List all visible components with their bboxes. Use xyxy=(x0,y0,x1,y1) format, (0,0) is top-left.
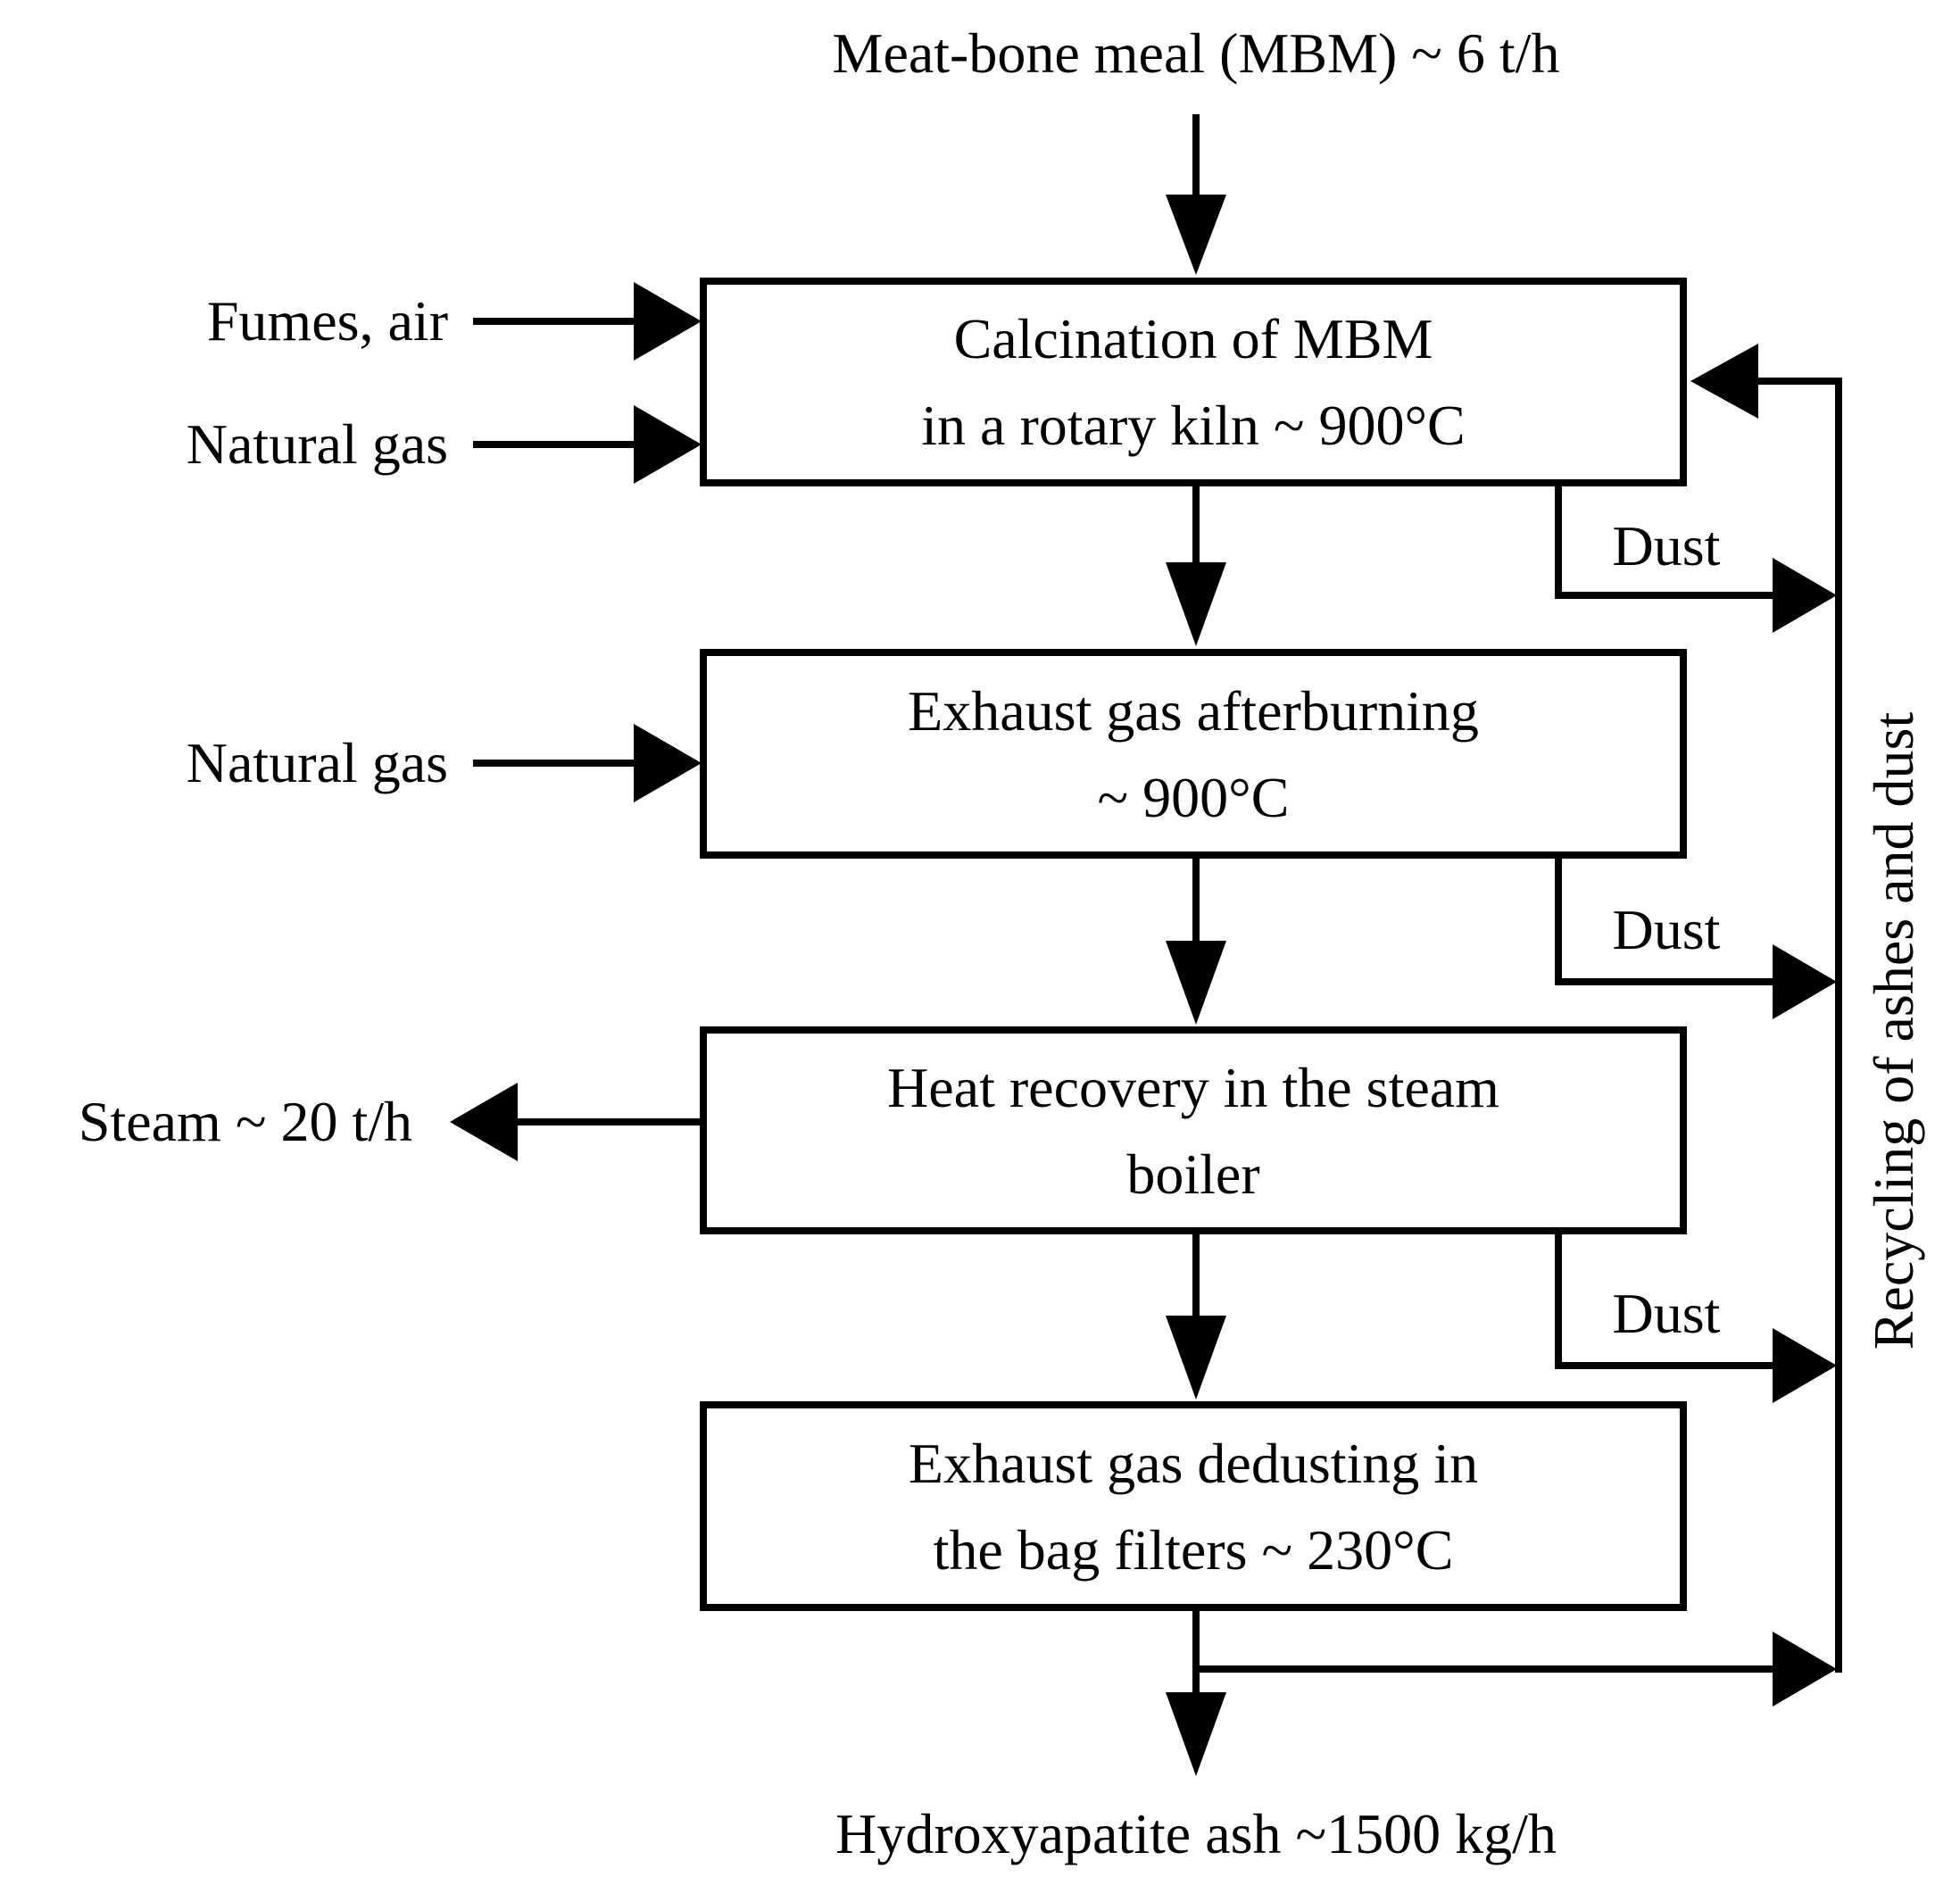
output-label-steam: Steam ~ 20 t/h xyxy=(78,1090,412,1153)
arrow-mbm-feed xyxy=(1166,114,1226,275)
arrow-natural-gas-input-2 xyxy=(473,724,702,802)
process-box-heat-recovery: Heat recovery in the steam boiler xyxy=(700,1026,1687,1234)
arrow-natural-gas-input-1 xyxy=(473,405,702,484)
arrow-flow-box1-box2 xyxy=(1166,485,1226,646)
dust-label-3: Dust xyxy=(1612,1282,1721,1345)
dust-label-1: Dust xyxy=(1612,514,1721,577)
process-box-calcination-line1: Calcination of MBM xyxy=(953,307,1433,370)
arrow-dust-branch-2 xyxy=(1555,857,1837,1019)
recycle-line-label: Recycling of ashes and dust xyxy=(1862,711,1925,1350)
arrow-dust-branch-1 xyxy=(1555,485,1837,633)
arrow-ash-output xyxy=(1166,1609,1226,1776)
dust-label-2: Dust xyxy=(1612,898,1721,961)
arrow-flow-box2-box3 xyxy=(1166,857,1226,1025)
process-box-afterburning: Exhaust gas afterburning ~ 900°C xyxy=(700,649,1687,859)
process-box-heat-recovery-line2: boiler xyxy=(1126,1142,1260,1206)
process-box-dedusting-line2: the bag filters ~ 230°C xyxy=(933,1517,1454,1582)
arrow-flow-box3-box4 xyxy=(1166,1233,1226,1400)
process-box-calcination-line2: in a rotary kiln ~ 900°C xyxy=(921,394,1466,457)
input-label-natural-gas-2: Natural gas xyxy=(186,731,448,794)
arrow-bottom-recycle-branch xyxy=(1192,1632,1837,1707)
input-label-mbm: Meat-bone meal (MBM) ~ 6 t/h xyxy=(832,21,1560,85)
process-box-afterburning-line1: Exhaust gas afterburning xyxy=(908,678,1479,743)
process-box-dedusting: Exhaust gas dedusting in the bag filters… xyxy=(700,1401,1687,1611)
arrow-fumes-air-input xyxy=(473,282,702,361)
arrow-recycle-return xyxy=(1690,344,1837,419)
arrow-steam-output xyxy=(450,1083,702,1161)
arrow-dust-branch-3 xyxy=(1555,1233,1837,1403)
input-label-natural-gas-1: Natural gas xyxy=(186,412,448,476)
output-label-hydroxyapatite-ash: Hydroxyapatite ash ~1500 kg/h xyxy=(835,1802,1557,1865)
process-box-heat-recovery-line1: Heat recovery in the steam xyxy=(887,1055,1499,1119)
process-box-dedusting-line1: Exhaust gas dedusting in xyxy=(908,1431,1479,1495)
process-box-afterburning-line2: ~ 900°C xyxy=(1097,765,1290,829)
process-box-calcination: Calcination of MBM in a rotary kiln ~ 90… xyxy=(700,278,1687,486)
input-label-fumes-air: Fumes, air xyxy=(206,289,448,353)
